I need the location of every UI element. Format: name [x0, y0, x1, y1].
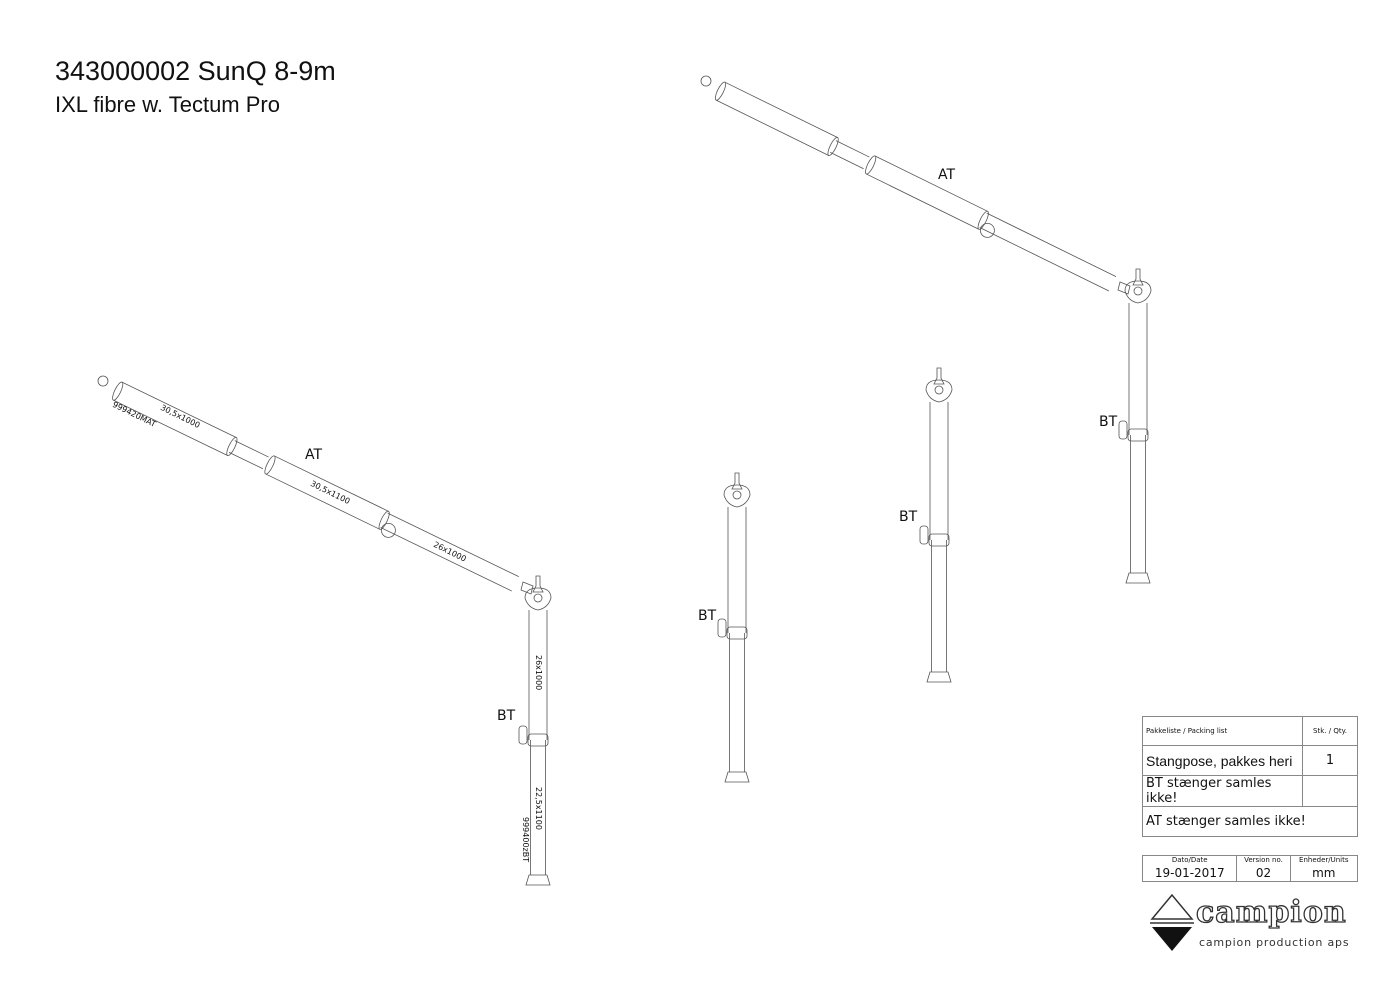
bt-mid-connector-icon	[723, 484, 751, 508]
label-bt-right: BT	[1099, 414, 1118, 430]
at-left-joint-ring	[264, 455, 276, 475]
drawing-meta-table: Dato/Date 19-01-2017 Version no. 02 Enhede…	[1141, 855, 1359, 882]
table-row: AT stænger samles ikke!	[1142, 806, 1358, 837]
at-right-tube-inner-edge	[830, 151, 864, 170]
at-right-tube-3-edge	[979, 227, 1110, 292]
at-right-tube-2-edge	[874, 155, 988, 212]
bt-mid-tip-icon	[731, 472, 743, 490]
table-row: BT stænger samles ikke!	[1142, 775, 1358, 807]
at-right-joint-ring	[865, 155, 877, 175]
units-cell: Enheder/Units mm	[1289, 855, 1359, 882]
units-label: Enheder/Units	[1299, 856, 1349, 864]
bt-mid-lever-icon	[717, 618, 727, 638]
label-at-right: AT	[938, 167, 956, 183]
at-right-tube-inner-edge	[835, 140, 870, 158]
at-left-end-cap	[520, 581, 534, 595]
at-left-tube-inner-edge	[234, 440, 269, 458]
at-left-joint-ring	[226, 437, 238, 456]
packing-qty: 1	[1302, 745, 1358, 776]
drawing-subtitle: IXL fibre w. Tectum Pro	[55, 92, 280, 117]
bt-left-tip-icon	[532, 575, 544, 593]
version-label: Version no.	[1244, 856, 1283, 864]
packing-list-table: Pakkeliste / Packing list Stk. / Qty. St…	[1142, 716, 1358, 837]
bt-mid-foot-icon	[724, 771, 750, 783]
version-value: 02	[1255, 866, 1272, 880]
drawing-title: 343000002 SunQ 8-9m	[55, 56, 336, 86]
at-left-tube-2-edge	[265, 473, 380, 530]
qty-header: Stk. / Qty.	[1302, 716, 1358, 746]
units-value: mm	[1312, 866, 1336, 880]
at-right-joint-ring	[714, 81, 727, 101]
bt-right-foot-icon	[1125, 572, 1151, 584]
table-row: Pakkeliste / Packing list Stk. / Qty.	[1142, 716, 1358, 746]
at-right-hook-icon	[700, 75, 712, 87]
bt-right-tip-icon	[1132, 268, 1144, 286]
bt-mid2-clamp-ring	[928, 533, 950, 547]
at-left-tube-3-edge	[380, 527, 512, 592]
at-left-joint-ring	[378, 510, 390, 530]
bt-mid2-lever-icon	[919, 525, 929, 545]
label-bt-mid: BT	[698, 608, 717, 624]
at-right-joint-ring	[827, 137, 839, 156]
at-left-clamp-icon	[381, 522, 396, 538]
date-value: 19-01-2017	[1154, 866, 1225, 880]
dim-bt-seg1: 26x1000	[534, 655, 543, 691]
at-left-tube-2-edge	[274, 455, 389, 512]
label-bt-left: BT	[497, 708, 516, 724]
logo-wordmark: campion	[1195, 894, 1347, 930]
date-cell: Dato/Date 19-01-2017	[1141, 855, 1238, 882]
label-at-left: AT	[305, 447, 323, 463]
table-row: Stangpose, pakkes heri 1	[1142, 745, 1358, 776]
bt-right-connector-icon	[1124, 280, 1152, 304]
bt-left-foot-icon	[525, 874, 551, 886]
at-right-clamp-icon	[979, 222, 995, 238]
bt-mid-clamp-ring	[726, 626, 748, 640]
bt-left-connector-pin	[533, 593, 543, 603]
label-bt-mid2: BT	[899, 509, 918, 525]
at-left-tube-inner-edge	[228, 451, 264, 470]
bt-right-clamp-ring	[1127, 428, 1149, 442]
packing-list-header: Pakkeliste / Packing list	[1142, 716, 1303, 746]
dim-bt-seg2: 22,5x1100	[534, 787, 543, 830]
dim-bt-part-no: 999400zBT	[521, 817, 530, 863]
date-label: Dato/Date	[1171, 856, 1208, 864]
logo-tagline: campion production aps	[1199, 936, 1350, 949]
at-left-tube-1-edge	[121, 381, 237, 438]
packing-item: Stangpose, pakkes heri	[1142, 745, 1303, 776]
bt-left-clamp-ring	[527, 733, 549, 747]
packing-item: BT stænger samles ikke!	[1142, 775, 1303, 807]
at-right-tube-3-edge	[986, 212, 1117, 278]
at-left-tube-3-edge	[387, 512, 519, 578]
bt-right-connector-pin	[1133, 286, 1143, 296]
at-left-tube-1-edge	[113, 399, 228, 456]
campion-logo-icon	[1150, 893, 1194, 951]
bt-mid2-foot-icon	[926, 671, 952, 683]
bt-right-lever-icon	[1118, 420, 1128, 440]
at-left-hook-icon	[97, 375, 109, 387]
at-right-tube-1-edge	[724, 81, 838, 138]
bt-mid2-connector-pin	[934, 385, 944, 395]
bt-mid2-connector-icon	[925, 379, 953, 403]
at-right-joint-ring	[977, 210, 989, 230]
bt-mid-connector-pin	[732, 490, 742, 500]
version-cell: Version no. 02	[1236, 855, 1291, 882]
packing-item: AT stænger samles ikke!	[1142, 806, 1358, 837]
bt-left-connector-icon	[524, 587, 552, 611]
at-right-tube-1-edge	[715, 99, 829, 156]
packing-qty	[1302, 775, 1358, 807]
bt-mid2-tip-icon	[933, 367, 945, 385]
bt-left-lever-icon	[518, 725, 528, 745]
at-left-joint-ring	[112, 381, 124, 401]
at-right-tube-2-edge	[866, 173, 979, 230]
